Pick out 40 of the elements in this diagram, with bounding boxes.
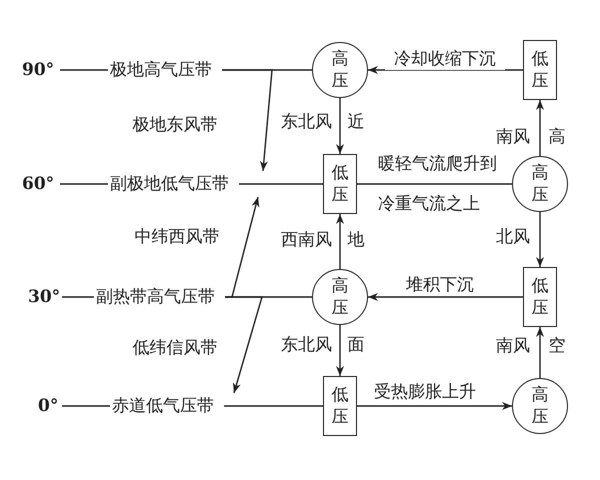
altitude-label: 空 [548, 335, 566, 357]
arrow [536, 327, 544, 378]
pressure-belt-label: 副热带高气压带 [96, 286, 217, 308]
edge-label: 冷却收缩下沉 [385, 48, 505, 70]
arrow [336, 98, 344, 154]
arrow [536, 100, 544, 156]
edge-label: 暖轻气流爬升到冷重气流之上 [378, 153, 498, 216]
arrow [336, 325, 344, 376]
high-pressure-circle: 高压 [512, 378, 568, 434]
arrow [336, 214, 344, 269]
pressure-belt-label: 极地高气压带 [110, 59, 214, 81]
low-pressure-box: 低压 [323, 376, 357, 436]
arrow [536, 212, 544, 267]
pressure-belt-label: 赤道低气压带 [112, 395, 216, 417]
low-pressure-box: 低压 [523, 267, 557, 327]
connector-line [224, 405, 323, 407]
arrow [368, 66, 523, 74]
low-pressure-box: 低压 [523, 40, 557, 100]
arrow [357, 402, 512, 410]
wind-belt-label: 中纬西风带 [134, 226, 220, 248]
connector-line [357, 183, 512, 185]
altitude-label: 近 [346, 111, 366, 133]
latitude-label: 0° [38, 395, 58, 417]
high-pressure-circle: 高压 [312, 269, 368, 325]
latitude-label: 60° [22, 173, 54, 195]
arrow [222, 69, 273, 172]
low-pressure-box: 低压 [323, 154, 357, 214]
high-pressure-circle: 高压 [312, 42, 368, 98]
altitude-label: 地 [346, 229, 366, 251]
pressure-belt-label: 副极地低气压带 [110, 173, 231, 195]
arrow [368, 293, 523, 301]
latitude-label: 30° [28, 286, 60, 308]
wind-belt-label: 低纬信风带 [132, 337, 218, 359]
high-pressure-circle: 高压 [512, 156, 568, 212]
wind-belt-label: 极地东风带 [132, 114, 218, 136]
altitude-label: 高 [548, 126, 566, 148]
connector-line [239, 183, 323, 185]
altitude-label: 面 [346, 334, 366, 356]
latitude-label: 90° [22, 59, 54, 81]
arrow [225, 296, 263, 394]
